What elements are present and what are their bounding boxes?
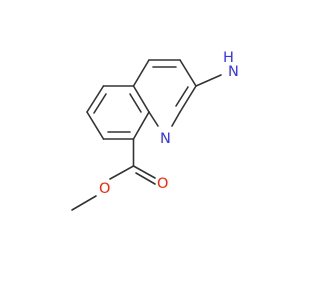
atom-label-layer: N H N O O [99,50,239,197]
bond-c1-n [171,111,181,127]
bond-c8a-c4a-inner [129,93,142,113]
molecule-canvas: N H N O O [71,50,239,211]
bond-c2-c1 [179,85,197,113]
bond-o-ch3 [71,195,97,211]
carbonyl-o-label: O [157,176,168,192]
structure-svg: N H N O O [71,50,239,211]
bond-c-o-single [109,165,135,180]
bond-c4a-c4 [132,59,150,87]
bond-c-o-double-a [132,165,156,179]
bond-c5-c6-inner [93,93,107,114]
bond-n-c8a [148,111,159,127]
bond-c8a-c4a [132,85,150,113]
bond-c5-c6 [86,85,105,113]
amino-n-label: N [228,64,239,80]
bond-c2-c1-inner [175,86,189,107]
bond-c6-c7 [86,111,105,140]
bond-c-o-double-b [135,172,156,185]
bond-c8-c8a [132,111,150,140]
ring-n-label: N [160,131,171,147]
ester-o-label: O [99,181,110,197]
bond-layer [71,59,222,211]
bond-c3-nh2 [195,74,222,87]
amino-h-label: H [223,50,234,66]
bond-c3-c2 [179,59,197,87]
